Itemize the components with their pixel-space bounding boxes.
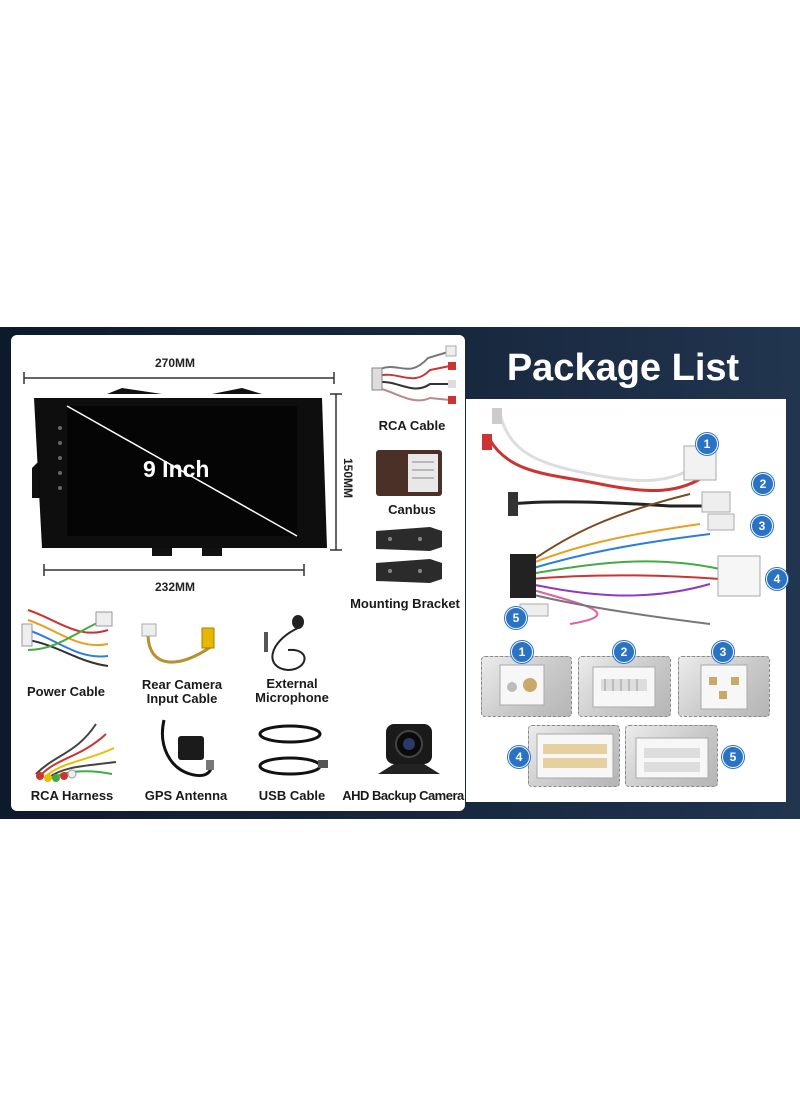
usb-cable-image [258,724,328,776]
width-dimension: 270MM [155,356,196,370]
power-cable-label: Power Cable [26,684,106,699]
mounting-bracket-image [376,527,442,583]
connector-badge-5: 5 [505,607,527,629]
bottom-dimension: 232MM [155,580,196,594]
usb-cable-label: USB Cable [258,788,326,803]
backup-camera-image [378,724,440,774]
height-dimension: 150MM [341,458,355,499]
connector-badge-2: 2 [752,473,774,495]
rca-cable-image [371,345,457,404]
closeup-badge-5: 5 [722,746,744,768]
page-title: Package List [506,347,740,389]
canbus-label: Canbus [388,502,436,517]
rear-camera-label-1: Rear Camera [141,677,223,692]
microphone-label-2: Microphone [255,690,329,705]
connector-closeup-2 [578,656,671,717]
connector-closeup-3 [678,656,770,717]
closeup-badge-3: 3 [712,641,734,663]
canbus-image [376,450,442,496]
gps-antenna-image [161,719,214,778]
dimension-lines [23,372,342,576]
rca-harness-image [35,723,117,782]
closeup-badge-4: 4 [508,746,530,768]
rca-harness-label: RCA Harness [30,788,114,803]
screen-size-label: 9 Inch [143,456,210,482]
microphone-label-1: External [266,676,318,691]
connector-closeup-1 [481,656,572,717]
rear-camera-label-2: Input Cable [146,691,218,706]
closeup-badge-1: 1 [511,641,533,663]
power-cable-image [21,609,113,667]
gps-antenna-label: GPS Antenna [144,788,228,803]
mounting-bracket-label: Mounting Bracket [350,596,460,611]
backup-camera-label: AHD Backup Camera [342,788,464,803]
rear-camera-cable-image [141,623,215,664]
connector-badge-4: 4 [766,568,788,590]
connector-badge-1: 1 [696,433,718,455]
wiring-harness-image [482,408,761,625]
rca-cable-label: RCA Cable [378,418,446,433]
closeup-badge-2: 2 [613,641,635,663]
microphone-image [264,615,306,672]
connector-closeup-4 [528,725,620,787]
head-unit-image [32,388,327,556]
connector-closeup-5 [625,725,718,787]
connector-badge-3: 3 [751,515,773,537]
